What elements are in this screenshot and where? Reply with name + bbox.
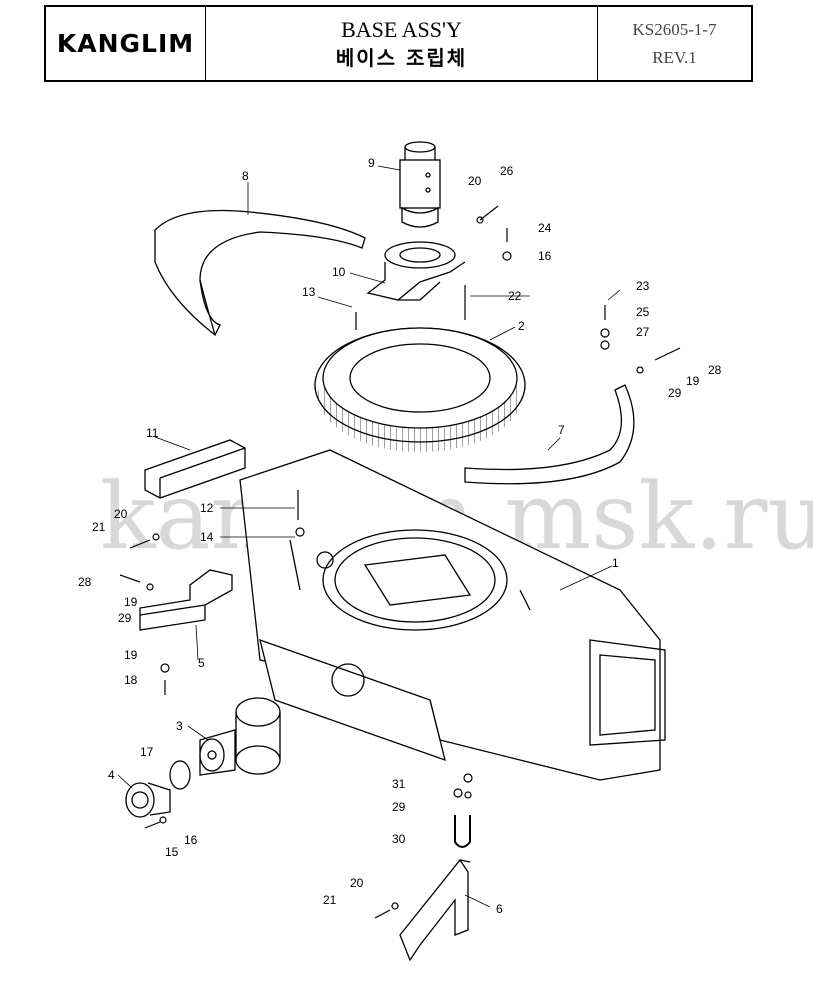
callout-1: 1: [612, 556, 619, 570]
callout-8: 8: [242, 169, 249, 183]
lower-bracket-part: [399, 858, 471, 962]
callout-5: 5: [198, 656, 205, 670]
revision: REV.1: [652, 47, 697, 67]
callout-31: 31: [392, 777, 406, 791]
fasteners: [119, 205, 681, 919]
callout-24: 24: [538, 221, 552, 235]
callout-12: 12: [200, 501, 214, 515]
callout-23: 23: [636, 279, 650, 293]
mount-bracket-part: [139, 569, 233, 631]
callout-25: 25: [636, 305, 650, 319]
title-korean: 베이스 조립체: [335, 45, 468, 70]
callout-13: 13: [302, 285, 316, 299]
callout-19-right: 19: [686, 374, 700, 388]
callout-22: 22: [508, 289, 522, 303]
callout-20-upper: 20: [468, 174, 482, 188]
callout-29-right: 29: [668, 386, 682, 400]
callout-15: 15: [165, 845, 179, 859]
callout-6: 6: [496, 902, 503, 916]
callout-7: 7: [558, 423, 565, 437]
company-logo: KANGLIM: [56, 29, 195, 58]
callout-16-upper: 16: [538, 249, 552, 263]
callout-20-left: 20: [114, 507, 128, 521]
callout-2: 2: [518, 319, 525, 333]
callout-9: 9: [368, 156, 375, 170]
callout-20-lower: 20: [350, 876, 364, 890]
callout-16-lower: 16: [184, 833, 198, 847]
title-block: KANGLIM BASE ASS'Y 베이스 조립체 KS2605-1-7 RE…: [44, 5, 753, 82]
title-english: BASE ASS'Y: [341, 16, 462, 42]
callout-28-right: 28: [708, 363, 722, 377]
callout-18: 18: [124, 673, 138, 687]
document-code: KS2605-1-7: [632, 19, 717, 39]
base-frame-part: [239, 449, 666, 781]
travel-motor-part: [199, 697, 281, 776]
callout-14: 14: [200, 530, 214, 544]
callout-10: 10: [332, 265, 346, 279]
callout-30: 30: [392, 832, 406, 846]
valve-block-part: [144, 439, 246, 499]
callout-11: 11: [146, 426, 159, 440]
swivel-joint-part: [399, 141, 441, 228]
callout-17: 17: [140, 745, 154, 759]
callout-19-lower: 19: [124, 648, 138, 662]
title-cell: BASE ASS'Y 베이스 조립체: [206, 7, 598, 80]
bracket-part: [366, 241, 466, 301]
callout-4: 4: [108, 768, 115, 782]
gasket-part: [169, 760, 191, 790]
u-bolt-part: [454, 815, 471, 848]
callout-21-lower: 21: [323, 893, 337, 907]
cover-part: [154, 209, 366, 336]
callout-19-left: 19: [124, 595, 138, 609]
connector-part: [125, 782, 171, 818]
callout-21-left: 21: [92, 520, 106, 534]
callout-28-left: 28: [78, 575, 92, 589]
callout-29-lower: 29: [392, 800, 406, 814]
slewing-ring-part: [314, 327, 526, 452]
callout-27: 27: [636, 325, 650, 339]
callout-26: 26: [500, 164, 514, 178]
callout-29-left: 29: [118, 611, 132, 625]
leader-lines: [117, 165, 621, 908]
code-cell: KS2605-1-7 REV.1: [598, 7, 751, 80]
callout-3: 3: [176, 719, 183, 733]
logo-cell: KANGLIM: [46, 7, 206, 80]
side-cover-part: [464, 384, 635, 485]
